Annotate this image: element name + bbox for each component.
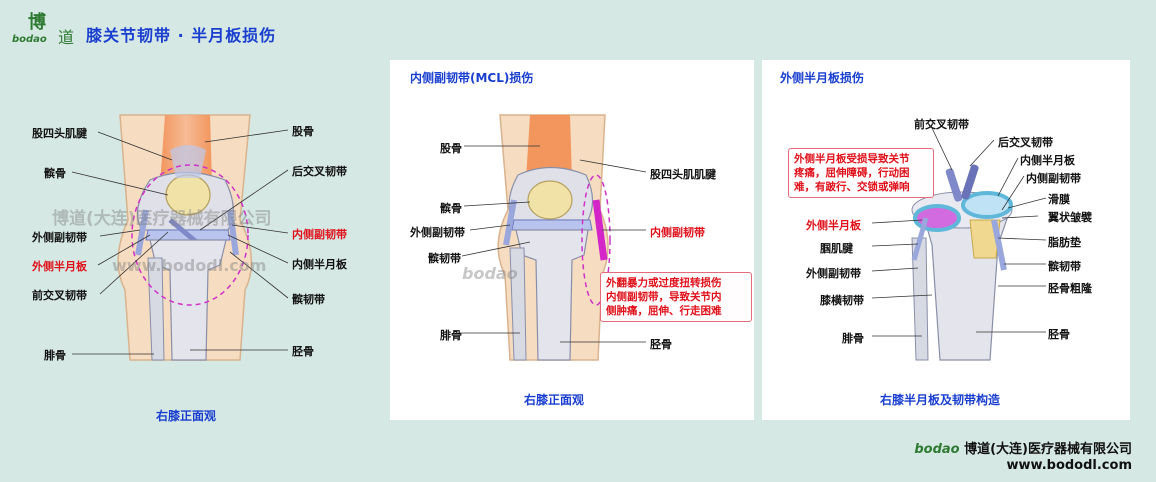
right-label-pcl: 后交叉韧带 — [998, 136, 1053, 149]
label-tibia: 胫骨 — [292, 345, 314, 358]
right-knee-illustration — [871, 127, 1047, 361]
mid-label-quad-tendon: 股四头肌肌腱 — [650, 168, 716, 181]
right-label-mcl: 内侧副韧带 — [1026, 172, 1081, 185]
mid-callout-line: 侧肿痛，屈伸、行走困难 — [606, 305, 722, 317]
right-label-tibia: 胫骨 — [1048, 328, 1070, 341]
right-label-fibula: 腓骨 — [842, 332, 864, 345]
mid-label-lcl: 外侧副韧带 — [410, 226, 465, 239]
right-callout: 外侧半月板受损导致关节 疼痛，屈伸障碍，行动困 难，有跛行、交锁或弹响 — [788, 148, 934, 198]
label-lat-meniscus: 外侧半月板 — [32, 260, 87, 273]
footer-company-name: 博道(大连)医疗器械有限公司 — [964, 442, 1132, 457]
right-callout-line: 疼痛，屈伸障碍，行动困 — [794, 167, 910, 179]
label-mcl: 内侧副韧带 — [292, 228, 347, 241]
right-label-tibial-tub: 胫骨粗隆 — [1048, 282, 1092, 295]
right-label-lcl: 外侧副韧带 — [806, 267, 861, 280]
right-label-fat-pad: 脂肪垫 — [1048, 236, 1081, 249]
label-fibula: 腓骨 — [44, 349, 66, 362]
right-label-popliteus: 腘肌腱 — [820, 242, 853, 255]
label-lcl: 外侧副韧带 — [32, 231, 87, 244]
label-med-meniscus: 内侧半月板 — [292, 258, 347, 271]
right-label-alar-fold: 翼状皱襞 — [1048, 211, 1092, 224]
right-label-synovium: 滑膜 — [1048, 193, 1070, 206]
right-callout-line: 难，有跛行、交锁或弹响 — [794, 181, 910, 193]
mid-panel-title: 内侧副韧带(MCL)损伤 — [410, 71, 534, 85]
mid-panel: 内侧副韧带(MCL)损伤 股骨 髌骨 外侧副韧带 髌韧带 腓骨 股四头肌肌腱 内… — [390, 60, 754, 420]
right-panel-title: 外侧半月板损伤 — [780, 71, 865, 85]
right-label-transverse-lig: 膝横韧带 — [820, 294, 864, 307]
label-patellar-lig: 髌韧带 — [292, 293, 325, 306]
label-patella: 髌骨 — [44, 167, 66, 180]
logo-word: bodao — [12, 34, 47, 45]
footer-logo-word: bodao — [914, 442, 960, 457]
footer-company: bodao 博道(大连)医疗器械有限公司 — [914, 438, 1132, 457]
mid-label-tibia: 胫骨 — [650, 338, 672, 351]
mid-callout-line: 内侧副韧带，导致关节内 — [606, 291, 722, 303]
mid-label-fibula: 腓骨 — [440, 329, 462, 342]
mid-label-mcl: 内侧副韧带 — [650, 226, 705, 239]
left-caption: 右膝正面观 — [156, 409, 217, 423]
mid-caption: 右膝正面观 — [524, 393, 585, 407]
mid-callout: 外翻暴力或过度扭转损伤 内侧副韧带，导致关节内 侧肿痛，屈伸、行走困难 — [600, 272, 752, 322]
right-label-acl: 前交叉韧带 — [914, 118, 969, 131]
brand-logo: 博 道 bodao — [12, 8, 74, 48]
label-acl: 前交叉韧带 — [32, 289, 87, 302]
left-knee-illustration — [71, 114, 289, 361]
right-label-patellar-lig: 髌韧带 — [1048, 260, 1081, 273]
mid-label-femur: 股骨 — [440, 142, 462, 155]
mid-callout-line: 外翻暴力或过度扭转损伤 — [606, 277, 722, 289]
mid-label-patellar-lig: 髌韧带 — [428, 252, 461, 265]
mid-label-patella: 髌骨 — [440, 202, 462, 215]
logo-glyph: 博 — [28, 12, 46, 33]
right-caption: 右膝半月板及韧带构造 — [880, 393, 1001, 407]
label-quad-tendon: 股四头肌腱 — [32, 127, 87, 140]
logo-glyph-2: 道 — [58, 28, 75, 47]
right-callout-line: 外侧半月板受损导致关节 — [794, 153, 910, 165]
left-panel: 股四头肌腱 髌骨 外侧副韧带 外侧半月板 前交叉韧带 腓骨 股骨 后交叉韧带 内… — [0, 60, 380, 430]
label-pcl: 后交叉韧带 — [292, 165, 347, 178]
right-label-med-meniscus: 内侧半月板 — [1020, 154, 1075, 167]
page-title: 膝关节韧带 · 半月板损伤 — [86, 26, 277, 45]
label-femur: 股骨 — [292, 125, 314, 138]
right-label-lat-meniscus: 外侧半月板 — [806, 219, 861, 232]
mid-knee-illustration — [460, 114, 647, 361]
right-panel: 外侧半月板损伤 — [762, 60, 1130, 420]
footer-url[interactable]: www.bododl.com — [1006, 458, 1133, 473]
